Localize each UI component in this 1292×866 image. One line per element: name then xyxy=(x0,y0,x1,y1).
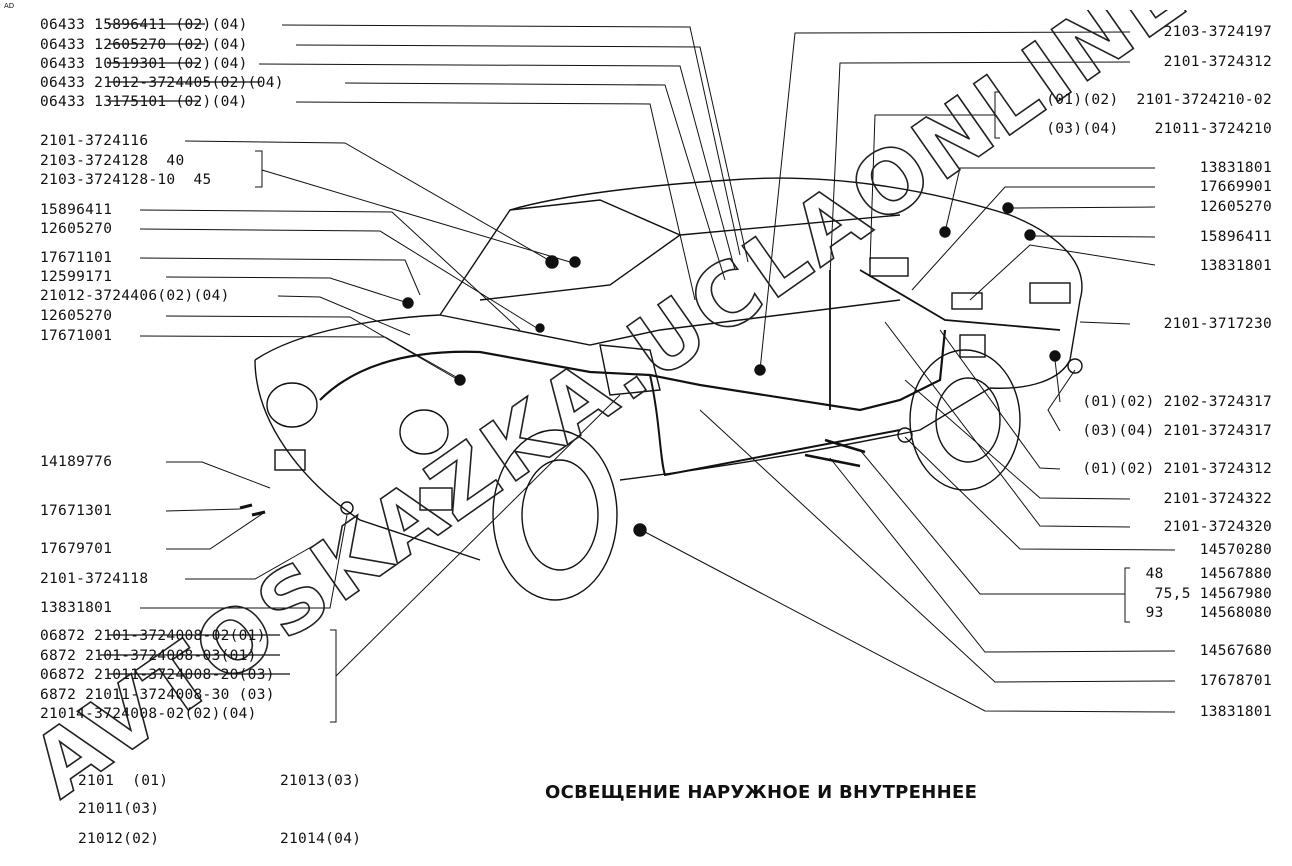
label-right-0: 2103-3724197 xyxy=(1163,24,1272,40)
label-right-16: 48 14567880 xyxy=(1145,566,1272,582)
label-right-14: 2101-3724320 xyxy=(1163,519,1272,535)
label-left-5: 2101-3724116 xyxy=(40,133,149,149)
label-left-14: 17671001 xyxy=(40,328,113,344)
label-left-20: 06872 2101-3724008-02(01) xyxy=(40,628,266,644)
label-right-12: (01)(02) 2101-3724312 xyxy=(1082,461,1272,477)
label-right-3: (03)(04) 21011-3724210 xyxy=(1046,121,1272,137)
label-right-9: 2101-3717230 xyxy=(1163,316,1272,332)
label-left-21: 6872 2101-3724008-03(01) xyxy=(40,648,257,664)
label-left-23: 6872 21011-3724008-30 (03) xyxy=(40,687,275,703)
corner-mark: AD xyxy=(4,2,15,10)
label-right-13: 2101-3724322 xyxy=(1163,491,1272,507)
label-left-1: 06433 12605270 (02)(04) xyxy=(40,37,248,53)
label-left-3: 06433 21012-3724405(02)(04) xyxy=(40,75,284,91)
model-21013: 21013(03) xyxy=(280,773,362,789)
label-right-20: 17678701 xyxy=(1199,673,1272,689)
label-left-12: 21012-3724406(02)(04) xyxy=(40,288,230,304)
watermark: AVTOSKAZKA.UCLAONLINE xyxy=(20,10,1207,818)
label-right-11: (03)(04) 2101-3724317 xyxy=(1082,423,1272,439)
label-left-15: 14189776 xyxy=(40,454,113,470)
label-right-1: 2101-3724312 xyxy=(1163,54,1272,70)
label-left-24: 21014-3724008-02(02)(04) xyxy=(40,706,257,722)
model-21014: 21014(04) xyxy=(280,831,362,847)
label-left-2: 06433 10519301 (02)(04) xyxy=(40,56,248,72)
label-right-19: 14567680 xyxy=(1199,643,1272,659)
label-right-10: (01)(02) 2102-3724317 xyxy=(1082,394,1272,410)
label-left-19: 13831801 xyxy=(40,600,113,616)
label-right-17: 75,5 14567980 xyxy=(1154,586,1272,602)
label-right-18: 93 14568080 xyxy=(1145,605,1272,621)
label-right-7: 15896411 xyxy=(1199,229,1272,245)
label-left-6: 2103-3724128 40 xyxy=(40,153,185,169)
diagram-title: ОСВЕЩЕНИЕ НАРУЖНОЕ И ВНУТРЕННЕЕ xyxy=(545,782,978,803)
label-left-4: 06433 13175101 (02)(04) xyxy=(40,94,248,110)
label-right-21: 13831801 xyxy=(1199,704,1272,720)
label-right-4: 13831801 xyxy=(1199,160,1272,176)
label-left-8: 15896411 xyxy=(40,202,113,218)
label-right-5: 17669901 xyxy=(1199,179,1272,195)
label-left-9: 12605270 xyxy=(40,221,113,237)
label-left-16: 17671301 xyxy=(40,503,113,519)
model-2101: 2101 (01) xyxy=(78,773,169,789)
label-left-7: 2103-3724128-10 45 xyxy=(40,172,212,188)
label-right-8: 13831801 xyxy=(1199,258,1272,274)
label-left-0: 06433 15896411 (02)(04) xyxy=(40,17,248,33)
model-21012: 21012(02) xyxy=(78,831,160,847)
label-left-18: 2101-3724118 xyxy=(40,571,149,587)
label-right-2: (01)(02) 2101-3724210-02 xyxy=(1046,92,1272,108)
label-left-10: 17671101 xyxy=(40,250,113,266)
label-right-6: 12605270 xyxy=(1199,199,1272,215)
label-left-17: 17679701 xyxy=(40,541,113,557)
label-left-22: 06872 21011-3724008-20(03) xyxy=(40,667,275,683)
label-left-13: 12605270 xyxy=(40,308,113,324)
model-21011: 21011(03) xyxy=(78,801,160,817)
label-left-11: 12599171 xyxy=(40,269,113,285)
label-right-15: 14570280 xyxy=(1199,542,1272,558)
